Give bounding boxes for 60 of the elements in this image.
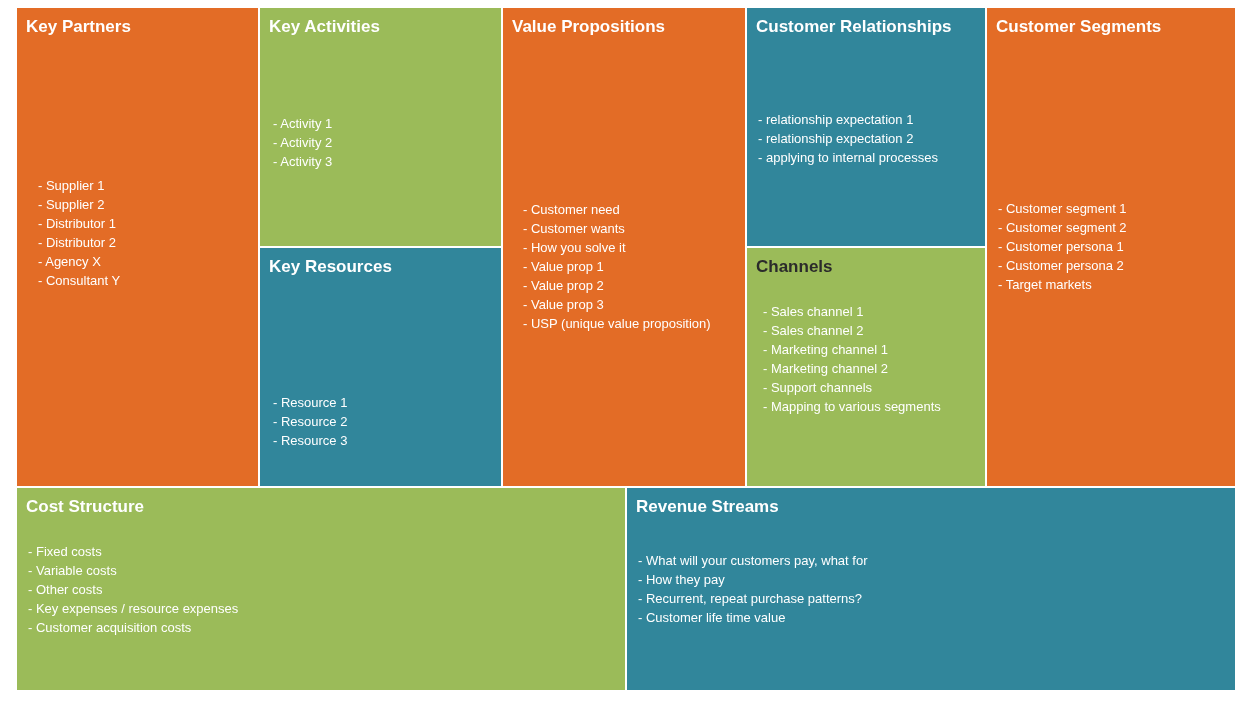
list-item: - Other costs <box>28 582 103 598</box>
canvas-block <box>260 8 501 246</box>
list-item: - Activity 1 <box>273 116 333 132</box>
list-item: - Customer segment 2 <box>998 220 1127 236</box>
canvas-block <box>627 488 1235 690</box>
block-heading: Channels <box>756 257 833 277</box>
canvas-block <box>260 248 501 486</box>
canvas-block <box>747 248 985 486</box>
list-item: - Distributor 1 <box>38 216 117 232</box>
list-item: - What will your customers pay, what for <box>638 553 868 569</box>
block-heading: Key Activities <box>269 17 380 37</box>
list-item: - Agency X <box>38 254 101 270</box>
list-item: - Customer need <box>523 202 620 218</box>
list-item: - Marketing channel 2 <box>763 361 888 377</box>
list-item: - Customer wants <box>523 221 625 237</box>
list-item: - Value prop 1 <box>523 259 604 275</box>
block-heading: Cost Structure <box>26 497 145 517</box>
list-item: - Support channels <box>763 380 873 396</box>
list-item: - USP (unique value proposition) <box>523 316 711 332</box>
list-item: - Customer segment 1 <box>998 201 1127 217</box>
block-heading: Key Resources <box>269 257 392 277</box>
list-item: - Key expenses / resource expenses <box>28 601 239 617</box>
block-heading: Revenue Streams <box>636 497 779 517</box>
canvas-block <box>503 8 745 486</box>
list-item: - Value prop 2 <box>523 278 604 294</box>
list-item: - Activity 3 <box>273 154 333 170</box>
list-item: - Resource 1 <box>273 395 348 411</box>
canvas-block <box>17 488 625 690</box>
block-heading: Key Partners <box>26 17 131 37</box>
list-item: - Resource 3 <box>273 433 348 449</box>
list-item: - Customer acquisition costs <box>28 620 192 636</box>
list-item: - relationship expectation 1 <box>758 112 914 128</box>
list-item: - Consultant Y <box>38 273 121 289</box>
list-item: - Supplier 1 <box>38 178 105 194</box>
list-item: - Sales channel 1 <box>763 304 864 320</box>
list-item: - Mapping to various segments <box>763 399 941 415</box>
list-item: - Customer persona 1 <box>998 239 1124 255</box>
list-item: - Marketing channel 1 <box>763 342 888 358</box>
canvas-block <box>747 8 985 246</box>
block-heading: Value Propositions <box>512 17 666 37</box>
list-item: - Variable costs <box>28 563 117 579</box>
list-item: - Resource 2 <box>273 414 348 430</box>
list-item: - Recurrent, repeat purchase patterns? <box>638 591 862 607</box>
canvas-block <box>17 8 258 486</box>
list-item: - applying to internal processes <box>758 150 938 166</box>
list-item: - relationship expectation 2 <box>758 131 914 147</box>
block-heading: Customer Segments <box>996 17 1162 37</box>
list-item: - Activity 2 <box>273 135 333 151</box>
list-item: - Value prop 3 <box>523 297 604 313</box>
list-item: - Supplier 2 <box>38 197 105 213</box>
list-item: - How they pay <box>638 572 725 588</box>
block-heading: Customer Relationships <box>756 17 952 37</box>
list-item: - Sales channel 2 <box>763 323 864 339</box>
list-item: - Fixed costs <box>28 544 102 560</box>
list-item: - How you solve it <box>523 240 626 256</box>
list-item: - Customer persona 2 <box>998 258 1124 274</box>
list-item: - Customer life time value <box>638 610 786 626</box>
list-item: - Target markets <box>998 277 1092 293</box>
canvas-block <box>987 8 1235 486</box>
list-item: - Distributor 2 <box>38 235 117 251</box>
